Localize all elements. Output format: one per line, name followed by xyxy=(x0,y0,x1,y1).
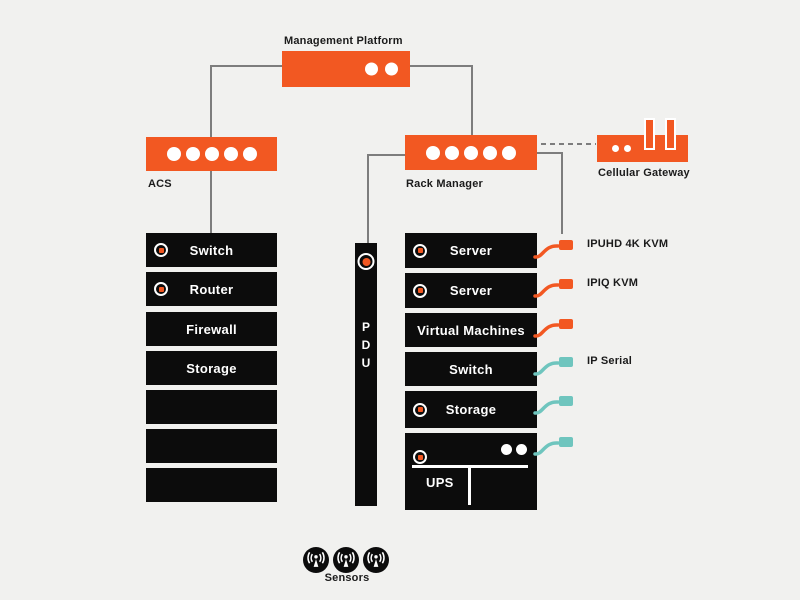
wire-rack-manager-to-kvm xyxy=(537,152,563,234)
left-rack-storage: Storage xyxy=(146,351,277,385)
device-label: UPS xyxy=(426,475,454,490)
port-dot-icon xyxy=(204,147,219,161)
port-dot-icon xyxy=(185,147,200,161)
device-label: Router xyxy=(189,281,234,297)
acs-appliance xyxy=(146,137,277,171)
right-rack-server-1: Server xyxy=(405,233,537,268)
device-label: Switch xyxy=(449,361,493,377)
dongle-label: IPUHD 4K KVM xyxy=(587,238,669,250)
management-platform-label: Management Platform xyxy=(284,35,403,47)
device-label: Storage xyxy=(186,360,237,376)
port-dot-icon xyxy=(502,145,516,160)
ups-divider-vertical xyxy=(468,465,471,505)
port-dot-icon xyxy=(365,62,378,76)
status-led-icon xyxy=(413,243,427,258)
pdu-device: P D U xyxy=(355,243,377,506)
device-label: Server xyxy=(449,283,493,298)
port-dot-icon xyxy=(166,147,181,161)
wireless-sensor-icon xyxy=(303,547,329,573)
port-dot-icon xyxy=(624,145,631,152)
port-dot-icon xyxy=(483,145,497,160)
left-rack-empty-slot xyxy=(146,390,277,424)
dongle-label: IP Serial xyxy=(587,355,633,367)
status-led-icon xyxy=(413,450,427,464)
antenna-icon xyxy=(644,118,655,150)
kvm-dongle-icon xyxy=(559,319,573,329)
sensors-label: Sensors xyxy=(324,572,370,584)
port-dots xyxy=(146,147,277,161)
wire-rack-manager-to-pdu xyxy=(367,154,405,243)
port-dot-icon xyxy=(501,444,512,455)
serial-dongle-icon xyxy=(559,396,573,406)
status-led-icon xyxy=(154,282,168,296)
port-dot-icon xyxy=(612,145,619,152)
management-platform-appliance xyxy=(282,51,410,87)
left-rack-router: Router xyxy=(146,272,277,306)
wireless-sensor-icon xyxy=(363,547,389,573)
port-dot-icon xyxy=(464,145,478,160)
device-label: Switch xyxy=(189,242,234,258)
status-led-icon xyxy=(413,283,427,298)
connector-cable-icon xyxy=(533,283,560,298)
rack-manager-label: Rack Manager xyxy=(406,178,483,190)
wireless-sensor-icon xyxy=(333,547,359,573)
connector-cable-icon xyxy=(533,400,560,415)
connector-cable-icon xyxy=(533,244,560,259)
cellular-gateway-label: Cellular Gateway xyxy=(598,167,690,179)
status-led-icon xyxy=(357,253,375,270)
port-dots xyxy=(365,62,398,76)
right-rack-server-2: Server xyxy=(405,273,537,308)
port-dot-icon xyxy=(445,145,459,160)
left-rack-empty-slot xyxy=(146,429,277,463)
dongle-label: IPIQ KVM xyxy=(587,277,639,289)
port-dot-icon xyxy=(242,147,257,161)
right-rack-virtual-machines: Virtual Machines xyxy=(405,313,537,347)
status-led-icon xyxy=(413,402,427,417)
connector-cable-icon xyxy=(533,441,560,456)
sensors-group xyxy=(303,547,389,573)
acs-label: ACS xyxy=(148,178,172,190)
rack-manager-appliance xyxy=(405,135,537,170)
antenna-icon xyxy=(665,118,676,150)
port-dot-icon xyxy=(426,145,440,160)
connector-cable-icon xyxy=(533,361,560,376)
serial-dongle-icon xyxy=(559,437,573,447)
port-dot-icon xyxy=(385,62,398,76)
serial-dongle-icon xyxy=(559,357,573,367)
device-label: Storage xyxy=(445,402,497,417)
port-dots xyxy=(405,145,537,160)
wire-platform-to-rack-manager xyxy=(410,65,473,135)
kvm-dongle-icon xyxy=(559,279,573,289)
device-label: Firewall xyxy=(186,321,237,337)
right-rack-switch: Switch xyxy=(405,352,537,386)
device-label: Server xyxy=(449,243,493,258)
device-label: Virtual Machines xyxy=(417,322,525,338)
connector-cable-icon xyxy=(533,323,560,338)
kvm-dongle-icon xyxy=(559,240,573,250)
status-led-icon xyxy=(154,243,168,257)
right-rack-ups: UPS xyxy=(405,433,537,510)
pdu-label: P D U xyxy=(361,320,371,370)
port-dots xyxy=(501,444,527,455)
port-dot-icon xyxy=(223,147,238,161)
port-dot-icon xyxy=(516,444,527,455)
wire-platform-to-acs xyxy=(210,65,283,137)
right-rack-storage: Storage xyxy=(405,391,537,428)
left-rack-switch: Switch xyxy=(146,233,277,267)
left-rack-firewall: Firewall xyxy=(146,312,277,346)
left-rack-empty-slot xyxy=(146,468,277,502)
